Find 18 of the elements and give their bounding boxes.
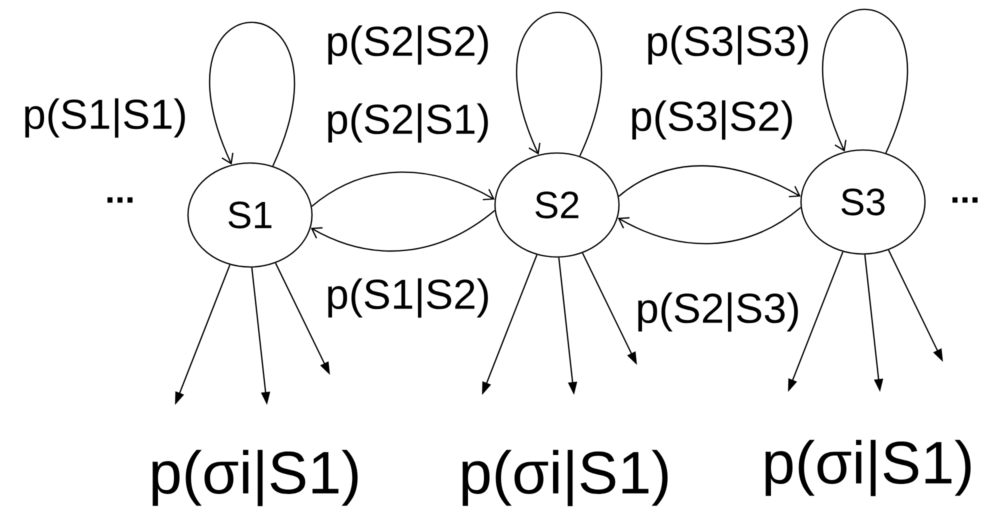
- edge-label: p(S2|S2): [328, 25, 488, 65]
- edge-label: p(S3|S2): [632, 100, 792, 140]
- edge-label: p(S2|S1): [328, 103, 488, 143]
- edge-label: p(S1|S2): [328, 278, 488, 318]
- emission-label: p(σi|S1): [766, 440, 971, 496]
- transition-arrow: [310, 210, 496, 252]
- self-loop-arrow: [822, 8, 908, 154]
- ellipsis: ...: [107, 197, 133, 203]
- transition-arrow: [618, 165, 801, 198]
- transition-arrow: [618, 206, 802, 244]
- emission-label: p(σi|S1): [152, 450, 358, 506]
- self-loop-arrow: [516, 12, 602, 156]
- transition-arrow: [311, 172, 495, 207]
- edge-label: p(S3|S3): [648, 25, 808, 65]
- edge-label: p(S1|S1): [25, 98, 185, 138]
- emission-label: p(σi|S1): [462, 450, 668, 506]
- edge-label: p(S2|S3): [638, 292, 798, 332]
- self-loop-arrow: [209, 22, 295, 166]
